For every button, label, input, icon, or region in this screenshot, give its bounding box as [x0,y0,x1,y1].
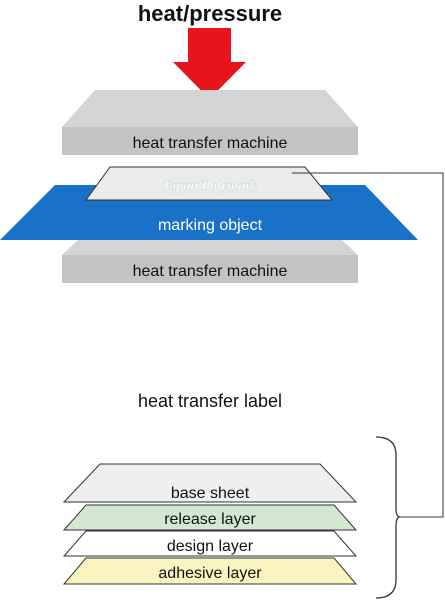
layer-adhesive: adhesive layer [62,557,358,585]
marking-object-label: marking object [158,217,263,234]
layer-base-sheet: base sheet [62,463,358,503]
layer-design-label: design layer [167,538,254,555]
transfer-label-logo: Japan Polymark [161,179,257,194]
brace-icon [375,436,401,599]
machine-bottom-label: heat transfer machine [133,263,288,280]
layer-adhesive-label: adhesive layer [158,565,262,582]
layer-release-label: release layer [164,511,256,528]
pressure-arrow-icon [173,28,246,99]
connector-line [292,172,444,518]
label-heading: heat transfer label [138,391,282,411]
machine-bottom: heat transfer machine [62,240,358,283]
layer-stack: base sheet release layer design layer ad… [62,463,358,585]
layer-release: release layer [62,504,358,531]
title-heat-pressure: heat/pressure [138,1,282,26]
layer-base-sheet-label: base sheet [171,485,250,502]
transfer-label-sheet: Japan Polymark [85,166,334,201]
layer-design: design layer [62,530,358,557]
machine-top-label: heat transfer machine [133,135,288,152]
machine-top: heat transfer machine [62,90,358,155]
